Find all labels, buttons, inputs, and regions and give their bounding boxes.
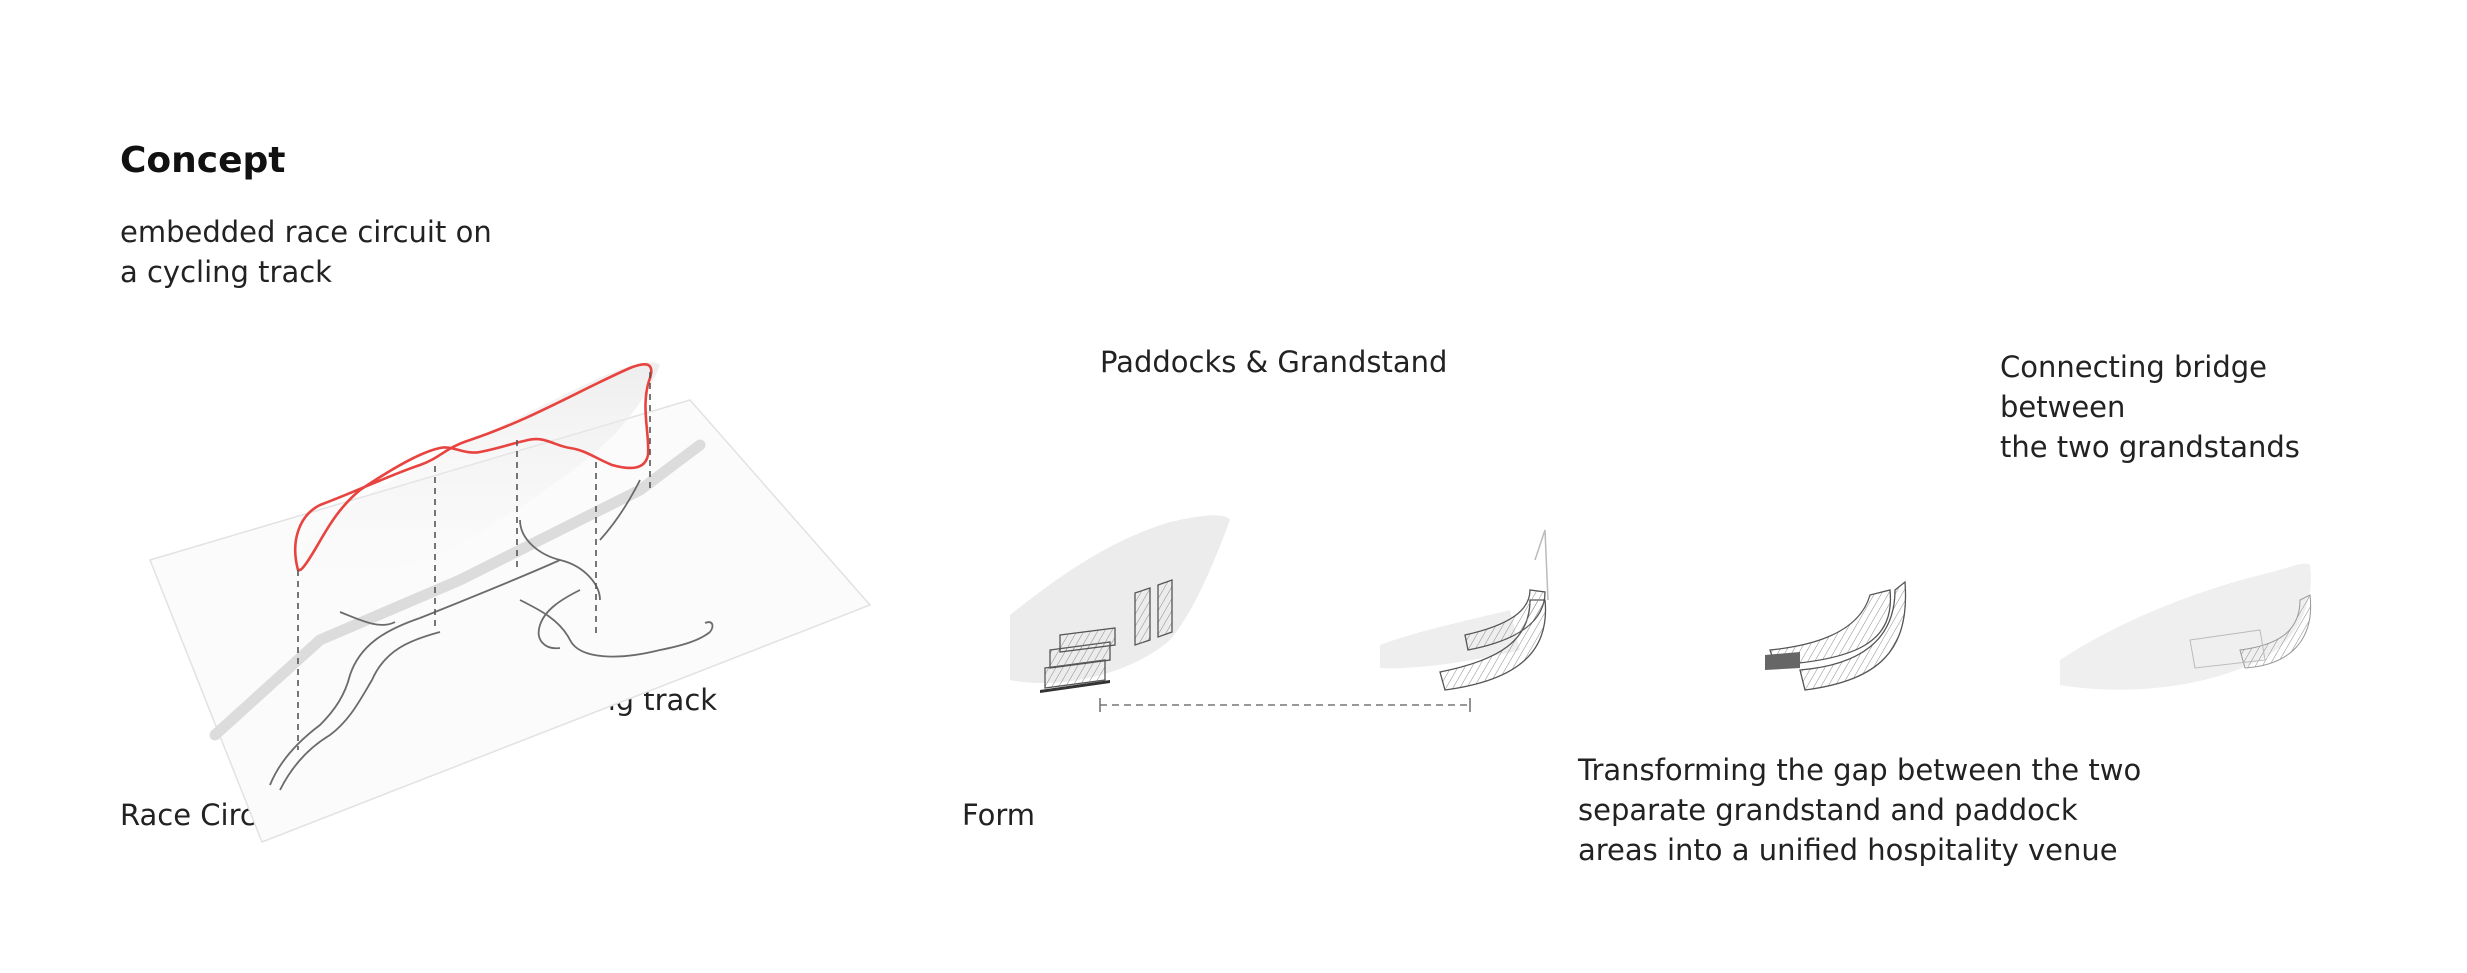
concept-subtitle-line1: embedded race circuit on [120, 215, 492, 249]
race-circuit-outline [293, 363, 653, 572]
form-sketch-grandstand [1380, 529, 1549, 691]
label-transform-line2: separate grandstand and paddock [1578, 793, 2078, 827]
label-paddocks-grandstand: Paddocks & Grandstand [1100, 345, 1448, 379]
label-bridge-line3: the two grandstands [2000, 430, 2300, 464]
form-sketch-paddocks [1010, 515, 1230, 693]
cycling-track [269, 479, 714, 791]
form-sketch-site-context [2060, 563, 2312, 690]
projection-lines [297, 372, 651, 750]
label-bridge-line1: Connecting bridge [2000, 350, 2268, 384]
site-plane [149, 362, 872, 843]
label-transform-line1: Transforming the gap between the two [1578, 753, 2142, 787]
label-form: Form [962, 798, 1036, 832]
label-transform-line3: areas into a unified hospitality venue [1578, 833, 2118, 867]
form-gap-dimension [1099, 698, 1471, 712]
form-sketch-unified [1765, 580, 1907, 691]
concept-subtitle-line2: a cycling track [120, 255, 332, 289]
concept-title: Concept [120, 140, 286, 181]
label-bridge-line2: between [2000, 390, 2126, 424]
